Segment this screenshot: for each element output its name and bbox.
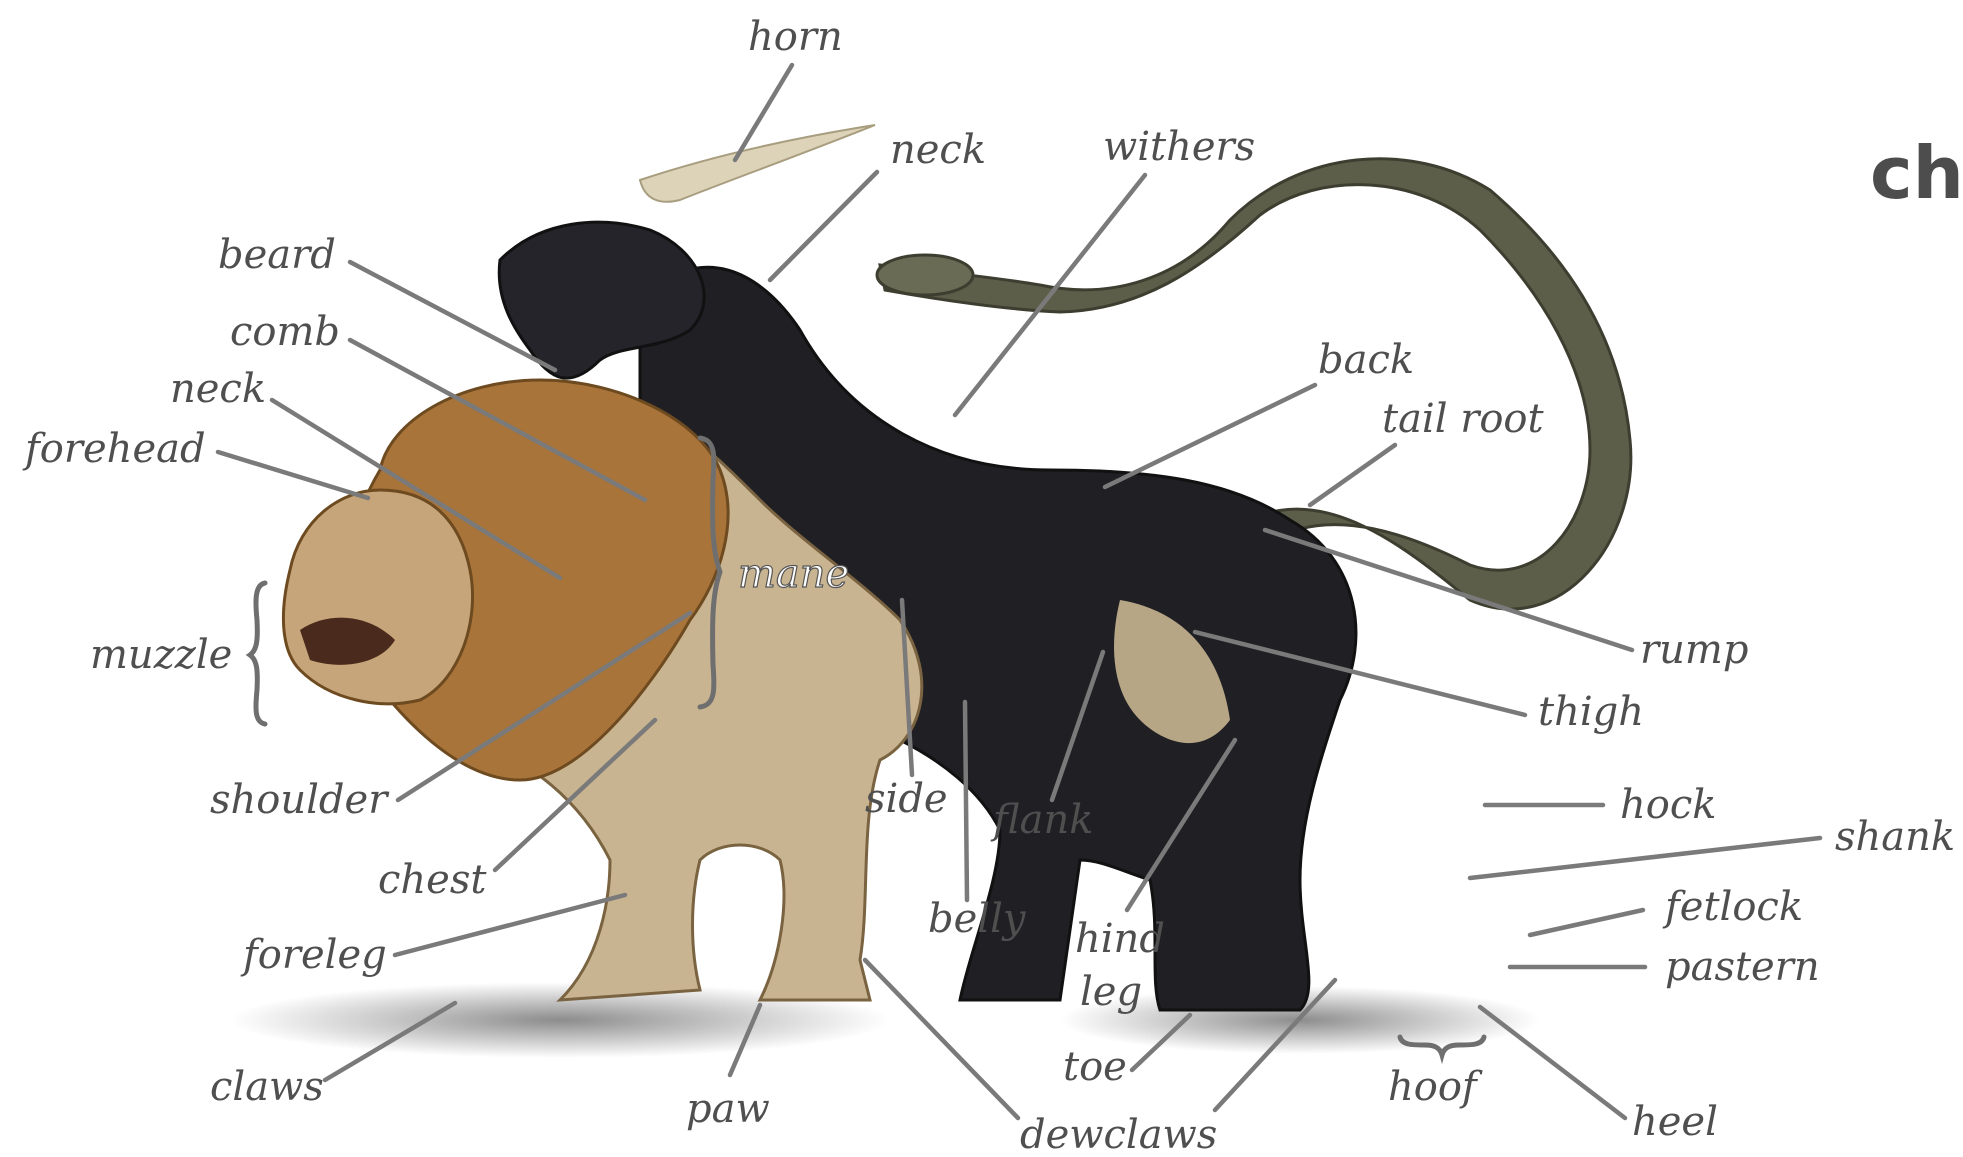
leader-heel xyxy=(1480,1007,1625,1118)
label-comb: comb xyxy=(230,309,340,355)
lion-face xyxy=(283,490,472,704)
leader-foreleg xyxy=(395,895,625,955)
label-rump: rump xyxy=(1640,627,1748,673)
muzzle-brace xyxy=(250,583,265,724)
label-hind-leg-line2: leg xyxy=(1080,969,1142,1015)
label-foreleg: foreleg xyxy=(240,932,387,978)
label-shank: shank xyxy=(1835,814,1955,860)
label-heel: heel xyxy=(1632,1099,1718,1145)
page-title: ch xyxy=(1870,131,1963,215)
label-hoof: hoof xyxy=(1388,1064,1483,1110)
label-belly: belly xyxy=(928,896,1027,942)
label-chest: chest xyxy=(378,857,487,903)
snake-head xyxy=(877,255,973,295)
label-pastern: pastern xyxy=(1665,944,1820,990)
label-forehead: forehead xyxy=(22,426,206,472)
label-thigh: thigh xyxy=(1538,689,1644,735)
label-back: back xyxy=(1318,337,1414,383)
label-side: side xyxy=(865,776,948,822)
label-paw: paw xyxy=(686,1086,770,1132)
leader-shank xyxy=(1470,838,1820,878)
label-mane: mane xyxy=(738,551,849,597)
goat-horn xyxy=(640,125,875,202)
label-hock: hock xyxy=(1620,782,1716,828)
leader-fetlock xyxy=(1530,910,1643,935)
label-withers: withers xyxy=(1103,124,1255,170)
leader-back xyxy=(1105,385,1315,487)
leader-tail-root xyxy=(1310,445,1395,505)
label-flank: flank xyxy=(990,797,1094,843)
label-beard: beard xyxy=(218,232,336,278)
label-horn: horn xyxy=(748,14,843,60)
leader-forehead xyxy=(218,452,368,498)
label-tail-root: tail root xyxy=(1382,396,1545,442)
label-toe: toe xyxy=(1063,1044,1127,1090)
leader-goat-neck xyxy=(770,172,877,280)
leader-belly xyxy=(965,702,967,900)
label-hind-leg-line1: hind xyxy=(1075,916,1165,962)
label-claws: claws xyxy=(210,1064,324,1110)
label-goat-neck: neck xyxy=(890,127,986,173)
label-fetlock: fetlock xyxy=(1662,884,1803,930)
label-muzzle: muzzle xyxy=(90,632,232,678)
label-shoulder: shoulder xyxy=(210,777,390,823)
label-dewclaws: dewclaws xyxy=(1020,1112,1217,1157)
label-lion-neck: neck xyxy=(170,366,266,412)
